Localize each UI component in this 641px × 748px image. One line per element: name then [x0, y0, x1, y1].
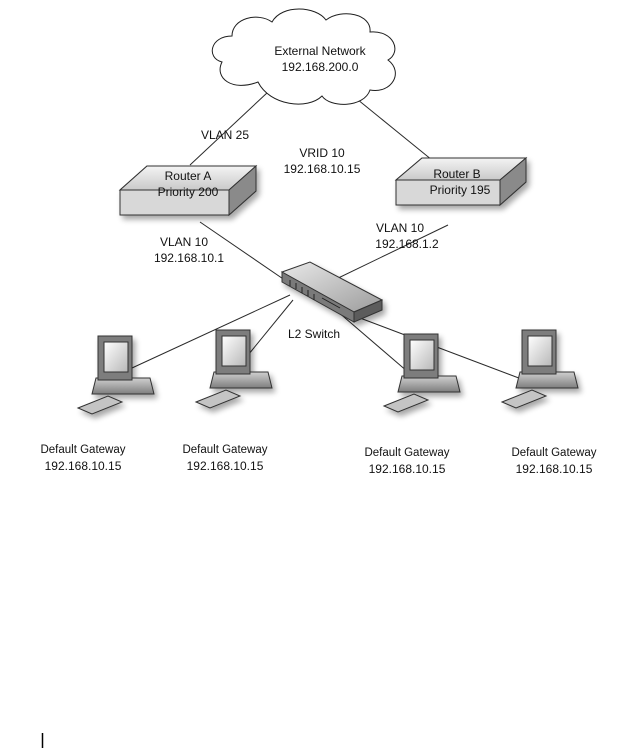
switch-label: L2 Switch	[288, 327, 340, 341]
cloud-title: External Network	[274, 44, 366, 58]
vrid-virtual-ip: 192.168.10.15	[284, 162, 361, 176]
router-b-priority: Priority 195	[430, 183, 491, 197]
host-computer-2	[194, 329, 273, 409]
link-cloud-router-a	[189, 91, 269, 166]
host-computer-1	[76, 335, 155, 415]
host-4-gateway-ip: 192.168.10.15	[516, 462, 593, 476]
cloud-subnet: 192.168.200.0	[282, 60, 359, 74]
host-2-gateway-label: Default Gateway	[182, 444, 267, 456]
host-computer-4	[500, 329, 579, 409]
l2-switch	[280, 261, 384, 323]
router-a-downlink-ip: 192.168.10.1	[154, 251, 224, 265]
router-b-downlink-ip: 192.168.1.2	[375, 237, 439, 251]
host-2-gateway-ip: 192.168.10.15	[187, 459, 264, 473]
link-switch-host-2	[243, 299, 294, 361]
host-3-gateway-label: Default Gateway	[364, 447, 449, 459]
router-a-priority: Priority 200	[158, 185, 219, 199]
router-a-name: Router A	[165, 169, 212, 183]
external-network-cloud: External Network 192.168.200.0	[211, 8, 396, 105]
router-a-uplink-vlan: VLAN 25	[201, 128, 249, 142]
router-b-name: Router B	[433, 167, 480, 181]
link-cloud-router-b	[351, 94, 433, 161]
vrid-id: VRID 10	[299, 146, 345, 160]
host-1-gateway-ip: 192.168.10.15	[45, 459, 122, 473]
link-router-a-switch	[199, 221, 293, 286]
host-3-gateway-ip: 192.168.10.15	[369, 462, 446, 476]
host-1-gateway-label: Default Gateway	[40, 444, 125, 456]
link-switch-host-4	[359, 317, 541, 387]
router-a	[118, 164, 258, 217]
host-4-gateway-label: Default Gateway	[511, 447, 596, 459]
host-computer-3	[382, 333, 461, 413]
router-b-downlink-vlan: VLAN 10	[376, 221, 424, 235]
router-b	[394, 156, 528, 207]
router-a-downlink-vlan: VLAN 10	[160, 235, 208, 249]
link-router-b-switch	[329, 224, 449, 283]
link-switch-host-1	[131, 294, 291, 369]
